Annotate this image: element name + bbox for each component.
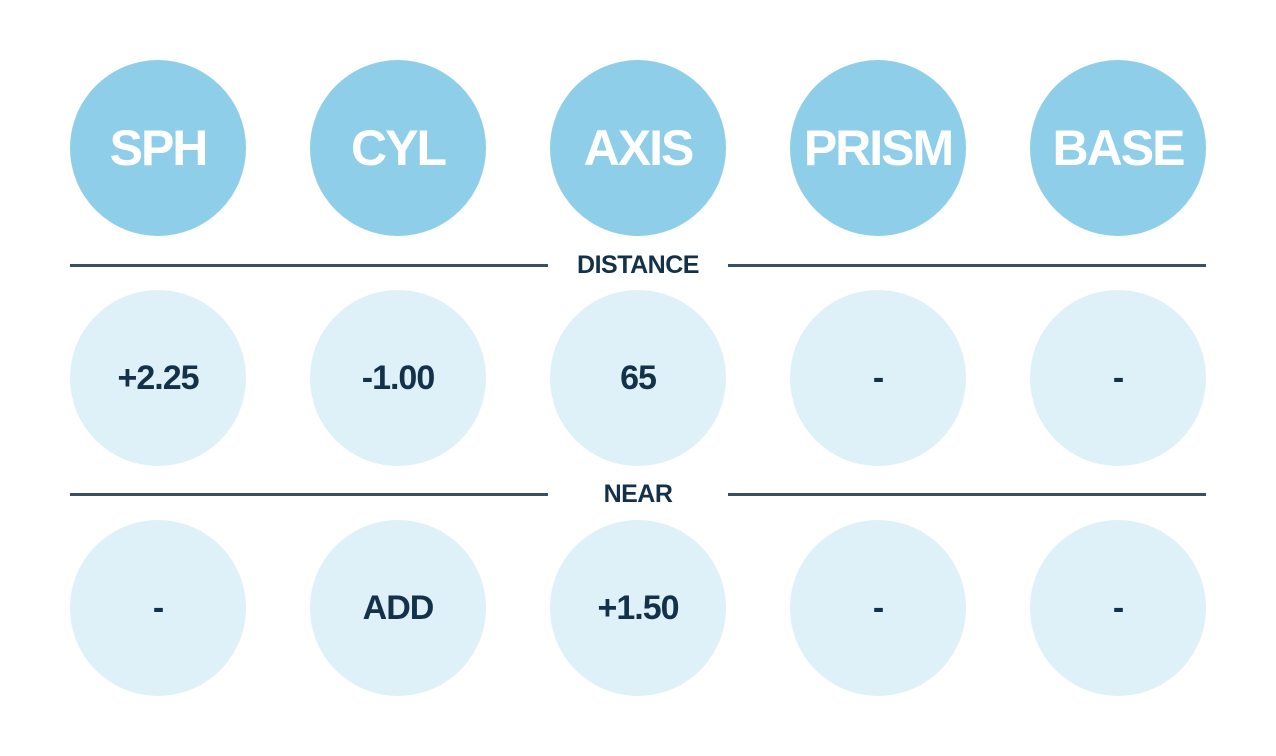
header-label-sph: SPH	[109, 120, 209, 176]
header-row: SPH CYL AXIS PRISM BASE	[70, 60, 1206, 236]
near-cyl-text: ADD	[362, 588, 435, 627]
header-circle-prism: PRISM	[790, 60, 966, 236]
near-label: NEAR	[603, 480, 673, 508]
distance-label: DISTANCE	[577, 251, 699, 279]
distance-base-text: -	[1112, 358, 1124, 397]
near-value-sph: -	[70, 520, 246, 696]
near-value-prism: -	[790, 520, 966, 696]
distance-divider: DISTANCE	[70, 250, 1206, 280]
header-label-axis: AXIS	[583, 120, 695, 176]
header-label-prism: PRISM	[803, 120, 954, 176]
distance-value-axis: 65	[550, 290, 726, 466]
near-row: - ADD +1.50 - -	[70, 520, 1206, 696]
header-label-base: BASE	[1052, 120, 1186, 176]
header-circle-sph: SPH	[70, 60, 246, 236]
distance-axis-text: 65	[620, 358, 657, 397]
distance-value-base: -	[1030, 290, 1206, 466]
divider-line-right	[728, 493, 1206, 496]
divider-line-right	[728, 264, 1206, 267]
near-axis-text: +1.50	[597, 588, 679, 627]
distance-value-prism: -	[790, 290, 966, 466]
near-base-text: -	[1112, 588, 1124, 627]
distance-cyl-text: -1.00	[361, 358, 435, 397]
distance-value-cyl: -1.00	[310, 290, 486, 466]
distance-prism-text: -	[872, 358, 884, 397]
near-sph-text: -	[152, 588, 164, 627]
divider-line-left	[70, 493, 548, 496]
near-value-axis: +1.50	[550, 520, 726, 696]
header-circle-cyl: CYL	[310, 60, 486, 236]
near-value-cyl: ADD	[310, 520, 486, 696]
header-circle-base: BASE	[1030, 60, 1206, 236]
distance-sph-text: +2.25	[117, 358, 199, 397]
distance-row: +2.25 -1.00 65 - -	[70, 290, 1206, 466]
header-label-cyl: CYL	[351, 120, 447, 176]
near-prism-text: -	[872, 588, 884, 627]
near-divider: NEAR	[70, 479, 1206, 509]
divider-line-left	[70, 264, 548, 267]
distance-value-sph: +2.25	[70, 290, 246, 466]
header-circle-axis: AXIS	[550, 60, 726, 236]
near-value-base: -	[1030, 520, 1206, 696]
